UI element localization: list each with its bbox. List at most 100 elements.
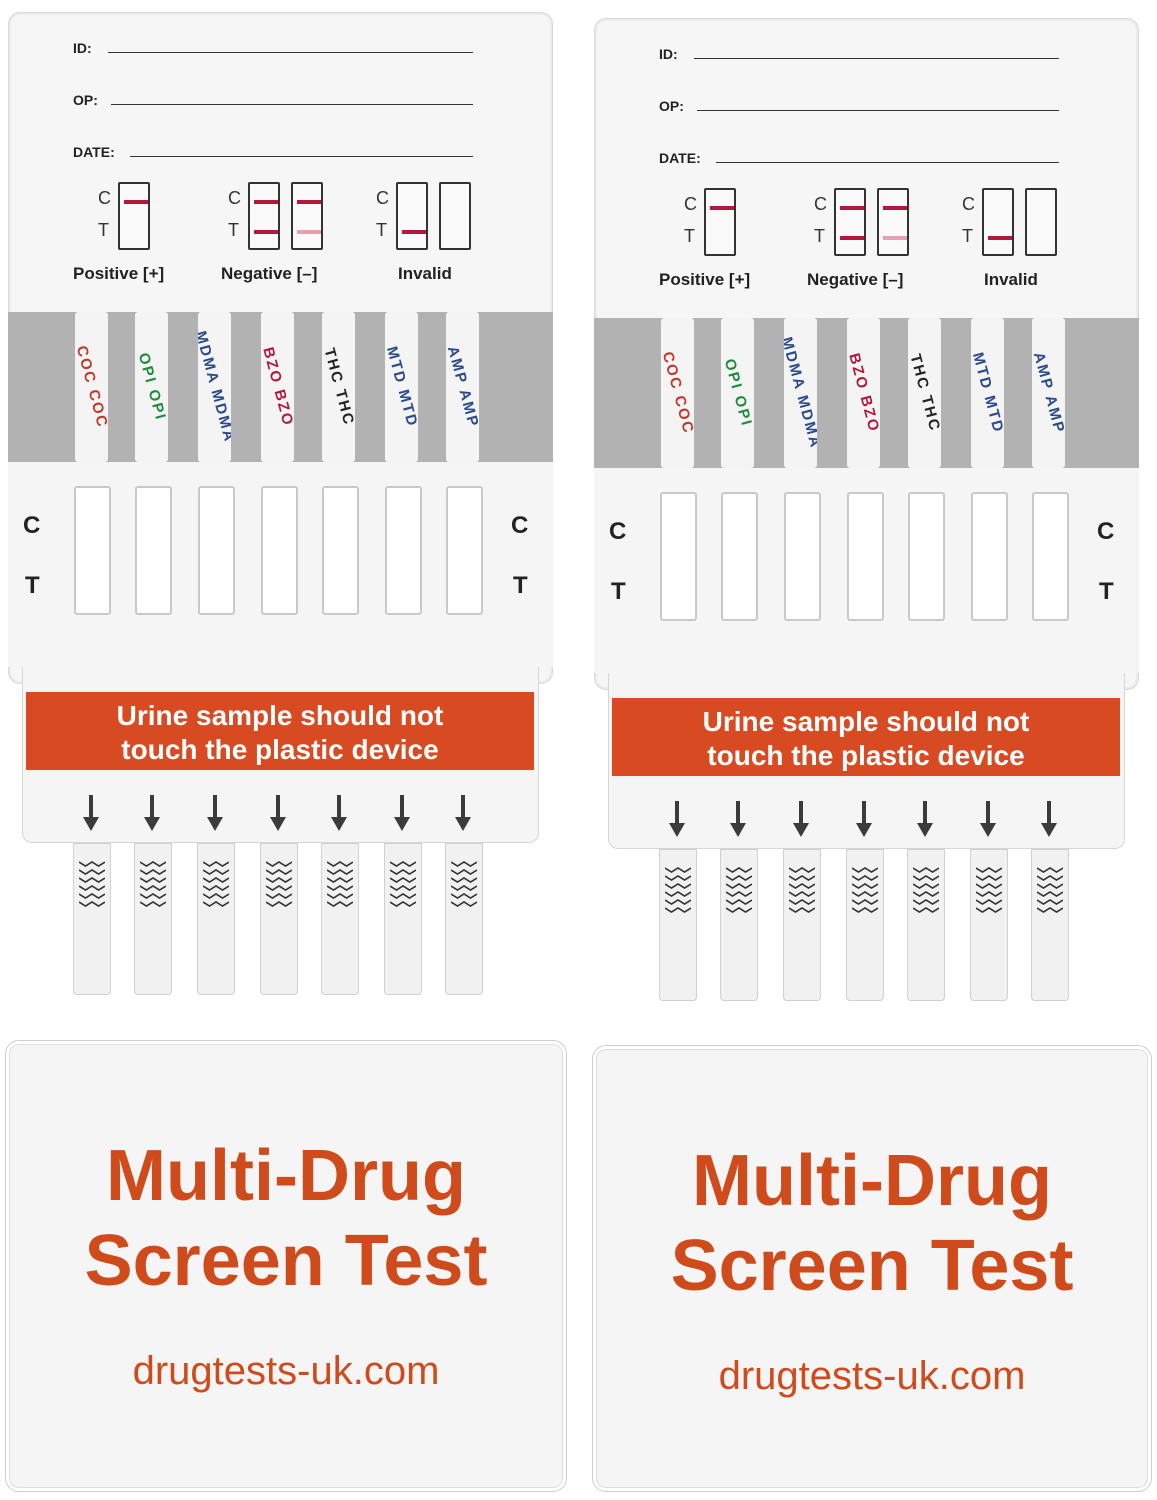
pouch-cover-left: Multi-Drug Screen Test drugtests-uk.com: [5, 1040, 567, 1492]
control-band: [297, 200, 321, 204]
warning-line-2: touch the plastic device: [121, 734, 439, 765]
down-arrow-icon: [83, 795, 99, 831]
result-window: [446, 486, 483, 615]
test-strip-mtd: MTD MTD: [385, 312, 418, 462]
result-window-icon: [1025, 188, 1057, 256]
dip-strip: [1031, 849, 1069, 1001]
legend-negative: C T Negative [–]: [807, 188, 947, 289]
op-line: [697, 110, 1059, 111]
warning-banner: Urine sample should not touch the plasti…: [612, 696, 1120, 778]
date-label: DATE:: [73, 144, 115, 160]
test-band: [254, 230, 278, 234]
test-strip-mdma: MDMA MDMA: [784, 318, 817, 468]
legend-t-label: T: [228, 220, 239, 240]
result-window: [784, 492, 821, 621]
strip-label: OPI OPI: [135, 351, 168, 423]
test-strip-mtd: MTD MTD: [971, 318, 1004, 468]
warning-line-1: Urine sample should not: [116, 700, 444, 731]
legend-negative-label: Negative [–]: [807, 270, 904, 289]
dip-strip: [846, 849, 884, 1001]
strip-label: AMP AMP: [1032, 350, 1065, 436]
result-window-icon: [439, 182, 471, 250]
faint-test-band: [297, 230, 321, 234]
wave-marks-icon: [390, 861, 416, 907]
dip-strip: [384, 843, 422, 995]
op-field: OP:: [73, 92, 473, 108]
warning-banner: Urine sample should not touch the plasti…: [26, 690, 534, 772]
legend-t-label: T: [376, 220, 387, 240]
date-field: DATE:: [659, 150, 1059, 166]
side-c-right: C: [1097, 518, 1115, 545]
wave-marks-icon: [327, 861, 353, 907]
dip-strip: [197, 843, 235, 995]
legend-positive-label: Positive [+]: [73, 264, 165, 283]
result-window-icon: [877, 188, 909, 256]
result-window: [385, 486, 422, 615]
strip-label: BZO BZO: [847, 351, 880, 435]
test-strip-opi: OPI OPI: [135, 312, 168, 462]
id-field: ID:: [659, 46, 1059, 62]
test-strip-thc: THC THC: [908, 318, 941, 468]
date-field: DATE:: [73, 144, 473, 160]
legend-t-label: T: [98, 220, 109, 240]
test-strip-thc: THC THC: [322, 312, 355, 462]
id-label: ID:: [73, 40, 92, 56]
wave-marks-icon: [665, 867, 691, 913]
op-label: OP:: [659, 98, 684, 114]
result-window: [908, 492, 945, 621]
result-window-icon: [396, 182, 428, 250]
dip-strip: [445, 843, 483, 995]
result-window-icon: [704, 188, 736, 256]
result-window-icon: [248, 182, 280, 250]
side-c-left: C: [609, 518, 627, 545]
test-strip-amp: AMP AMP: [1032, 318, 1065, 468]
strip-label: AMP AMP: [446, 344, 479, 430]
strip-label: COC COC: [661, 349, 694, 437]
down-arrow-icon: [730, 801, 746, 837]
legend-negative: C T Negative [–]: [221, 182, 361, 283]
cover-website: drugtests-uk.com: [718, 1354, 1026, 1398]
wave-marks-icon: [789, 867, 815, 913]
result-window-icon: [982, 188, 1014, 256]
down-arrow-icon: [207, 795, 223, 831]
legend-invalid-label: Invalid: [398, 264, 452, 283]
wave-marks-icon: [451, 861, 477, 907]
test-strip-coc: COC COC: [75, 312, 108, 462]
strip-label: MTD MTD: [385, 344, 418, 430]
cover-title-line-2: Screen Test: [84, 1221, 488, 1301]
test-band: [402, 230, 426, 234]
down-arrow-icon: [1041, 801, 1057, 837]
legend-t-label: T: [962, 226, 973, 246]
legend-invalid: C T Invalid: [960, 188, 1070, 289]
legend-invalid-label: Invalid: [984, 270, 1038, 289]
control-band: [124, 200, 148, 204]
wave-marks-icon: [1037, 867, 1063, 913]
result-window-icon: [118, 182, 150, 250]
dip-strip: [659, 849, 697, 1001]
strip-label: THC THC: [322, 346, 355, 428]
side-t-right: T: [1099, 578, 1114, 605]
legend-t-label: T: [814, 226, 825, 246]
warning-line-2: touch the plastic device: [707, 740, 1025, 771]
dip-strip: [73, 843, 111, 995]
wave-marks-icon: [726, 867, 752, 913]
wave-marks-icon: [913, 867, 939, 913]
date-label: DATE:: [659, 150, 701, 166]
dip-strip: [970, 849, 1008, 1001]
strip-label: COC COC: [75, 343, 108, 431]
down-arrow-icon: [856, 801, 872, 837]
test-strip-amp: AMP AMP: [446, 312, 479, 462]
test-strip-mdma: MDMA MDMA: [198, 312, 231, 462]
down-arrow-icon: [980, 801, 996, 837]
control-band: [254, 200, 278, 204]
result-window: [971, 492, 1008, 621]
control-band: [883, 206, 907, 210]
wave-marks-icon: [852, 867, 878, 913]
strip-label: THC THC: [908, 352, 941, 434]
side-t-right: T: [513, 572, 528, 599]
dip-strip: [720, 849, 758, 1001]
date-line: [130, 156, 473, 157]
side-t-left: T: [611, 578, 626, 605]
down-arrow-icon: [793, 801, 809, 837]
result-window: [721, 492, 758, 621]
